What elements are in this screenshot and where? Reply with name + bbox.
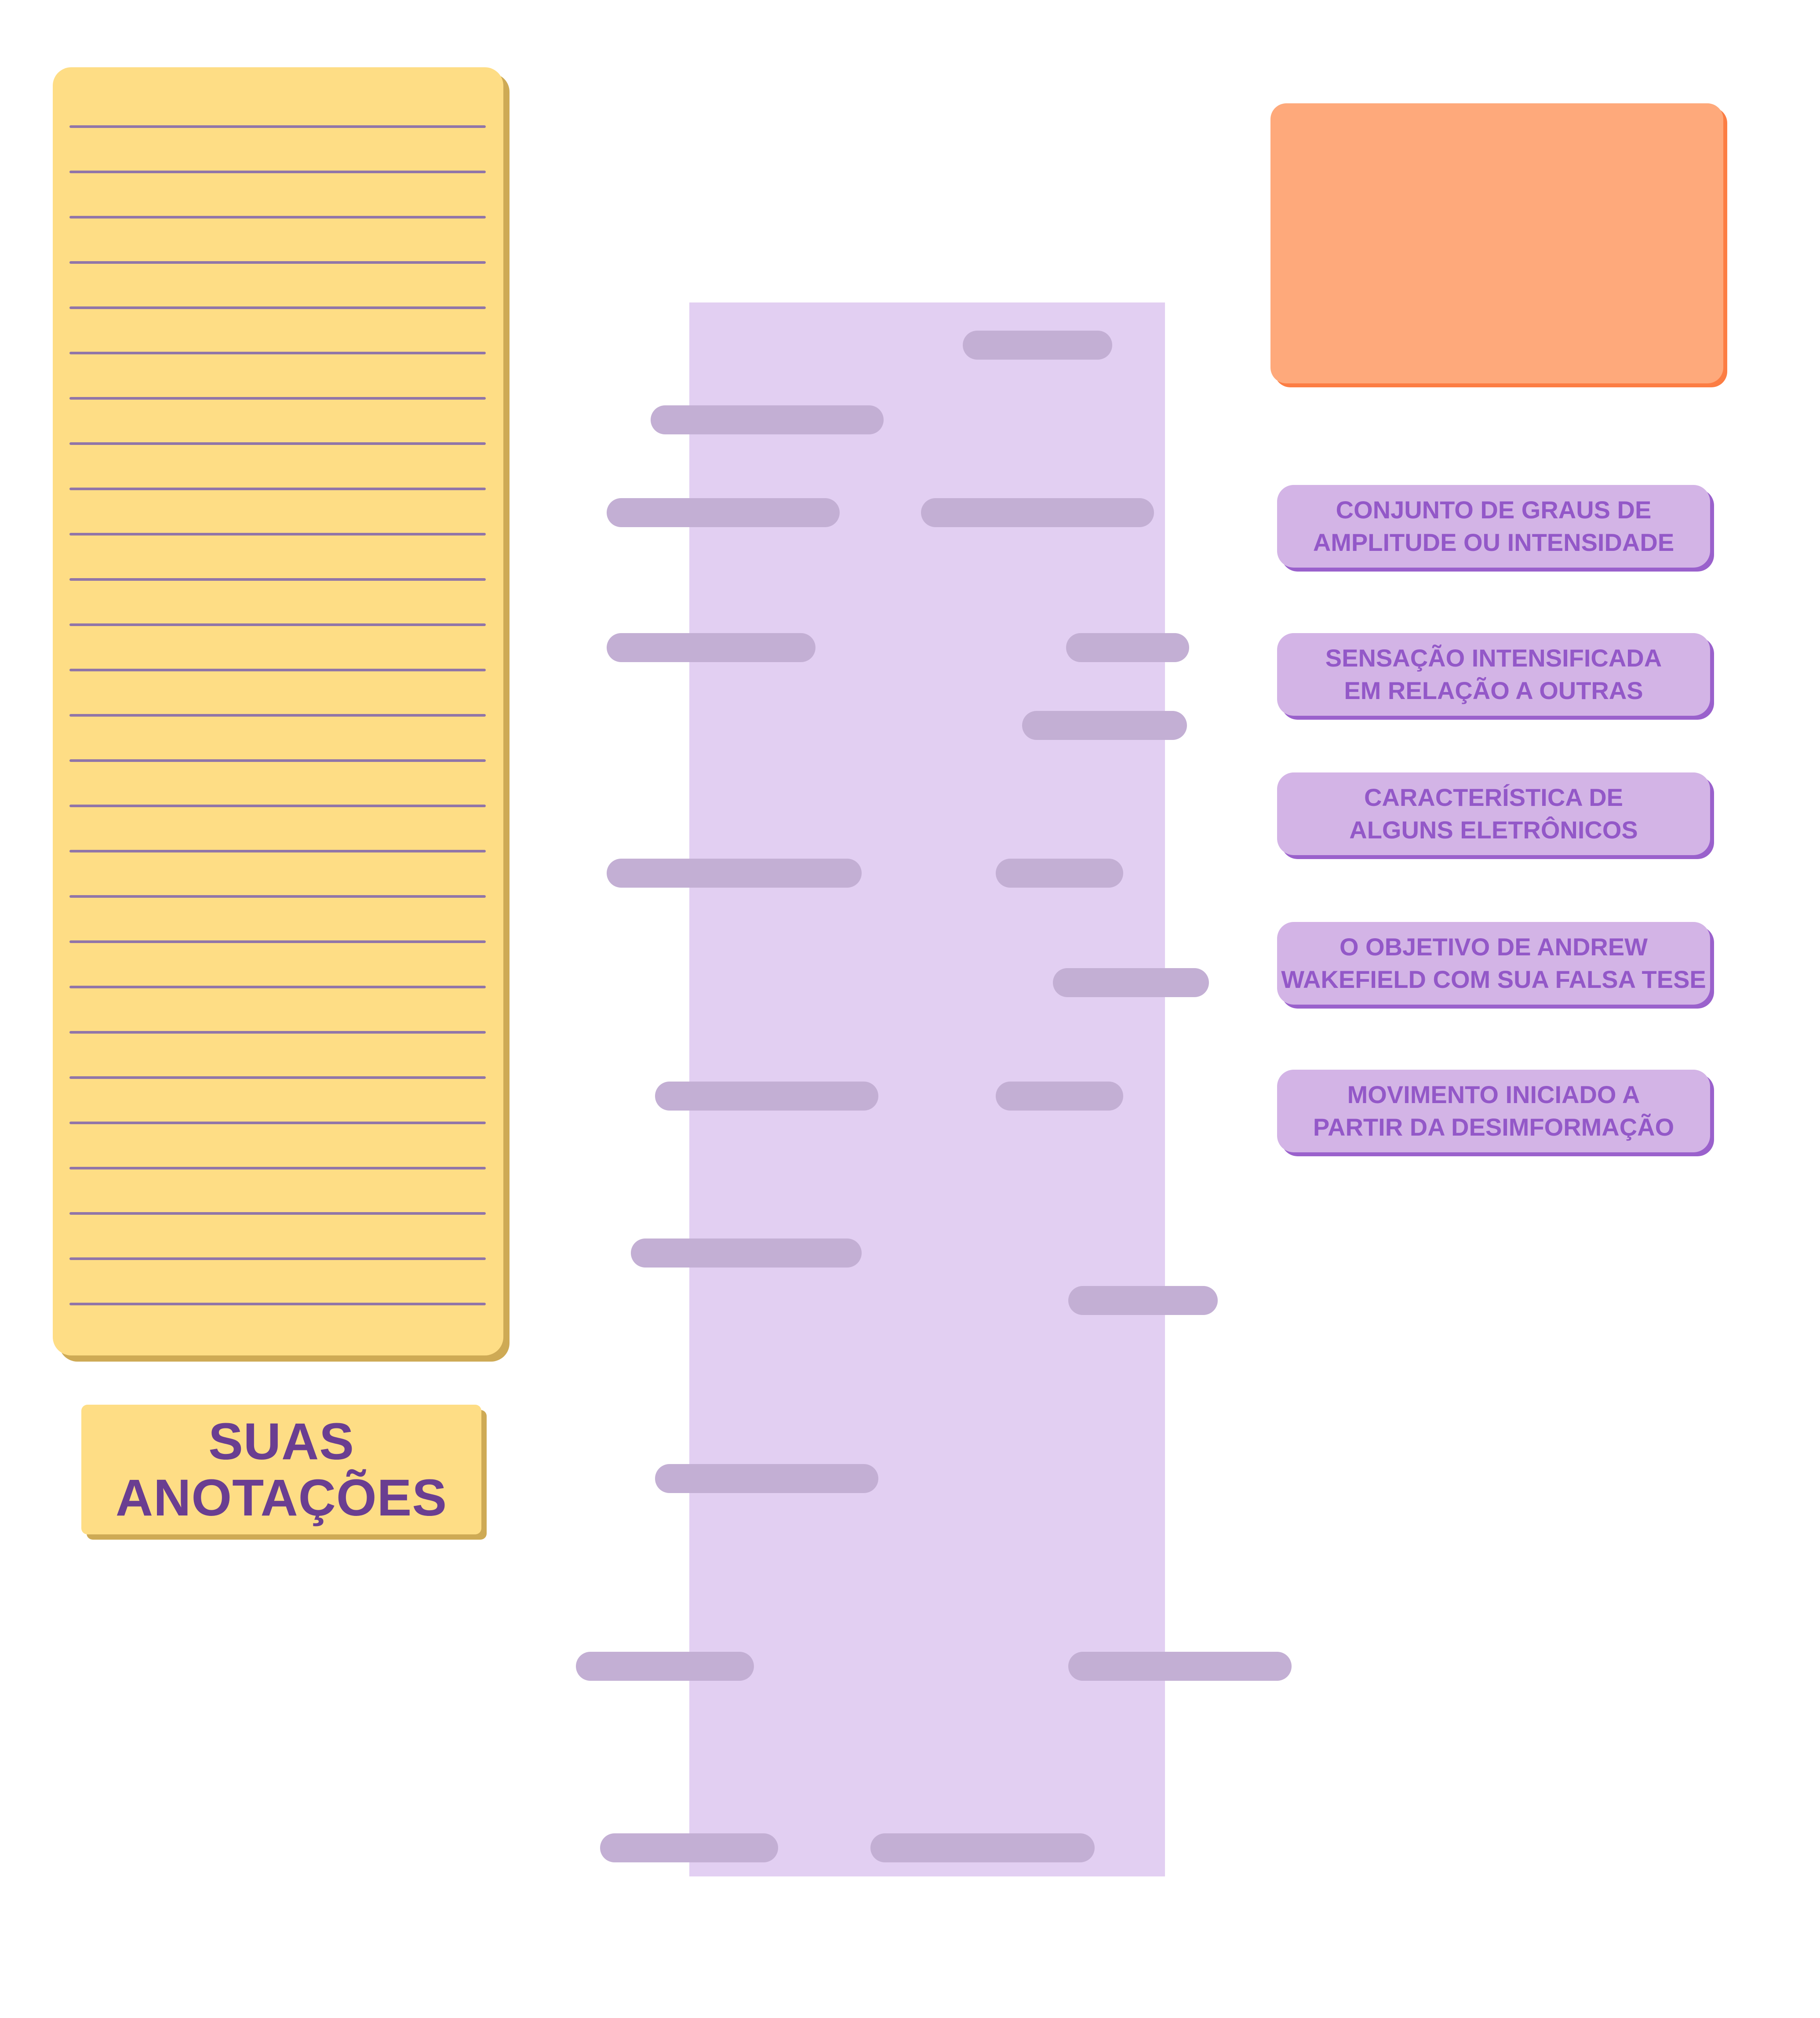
answer-slot[interactable] (996, 1082, 1123, 1111)
clue-2-text: SENSAÇÃO INTENSIFICADA EM RELAÇÃO A OUTR… (1325, 644, 1662, 704)
answer-slot[interactable] (1068, 1652, 1292, 1681)
notes-rule-line (69, 1257, 486, 1260)
clue-2: SENSAÇÃO INTENSIFICADA EM RELAÇÃO A OUTR… (1277, 633, 1710, 716)
notes-rule-line (69, 261, 486, 264)
clue-1-text: CONJUNTO DE GRAUS DE AMPLITUDE OU INTENS… (1313, 496, 1674, 556)
notes-rule-line (69, 986, 486, 988)
notes-rule-line (69, 442, 486, 445)
answer-slot[interactable] (600, 1833, 778, 1862)
notes-rule-line (69, 125, 486, 128)
answer-slot[interactable] (1053, 968, 1209, 997)
answer-slot[interactable] (1068, 1286, 1218, 1315)
notes-rule-line (69, 533, 486, 535)
answer-slot[interactable] (631, 1238, 862, 1268)
answer-slot[interactable] (607, 859, 862, 888)
notes-rule-line (69, 488, 486, 490)
notes-rule-line (69, 578, 486, 581)
notes-rule-line (69, 1122, 486, 1124)
answer-slot[interactable] (576, 1652, 754, 1681)
notes-rule-line (69, 1031, 486, 1034)
answer-slot[interactable] (607, 498, 840, 527)
notes-rule-line (69, 805, 486, 807)
answer-slot[interactable] (655, 1082, 878, 1111)
notes-card[interactable] (53, 67, 503, 1355)
notes-rule-line (69, 850, 486, 852)
clue-4-text: O OBJETIVO DE ANDREW WAKEFIELD COM SUA F… (1281, 933, 1706, 993)
answer-slot[interactable] (870, 1833, 1095, 1862)
notes-rule-line (69, 1167, 486, 1169)
notes-rule-line (69, 1076, 486, 1079)
clue-5-text: MOVIMENTO INICIADO A PARTIR DA DESIMFORM… (1313, 1081, 1674, 1141)
notes-rule-line (69, 623, 486, 626)
notes-label-text: SUAS ANOTAÇÕES (115, 1412, 448, 1527)
notes-rule-line (69, 759, 486, 762)
notes-rule-line (69, 171, 486, 173)
answer-slot[interactable] (1022, 711, 1187, 740)
clue-5: MOVIMENTO INICIADO A PARTIR DA DESIMFORM… (1277, 1070, 1710, 1152)
notes-rule-line (69, 669, 486, 671)
answer-slot[interactable] (921, 498, 1154, 527)
answer-slot[interactable] (963, 331, 1112, 360)
notes-rule-line (69, 714, 486, 717)
clue-1: CONJUNTO DE GRAUS DE AMPLITUDE OU INTENS… (1277, 485, 1710, 568)
answer-slot[interactable] (651, 405, 884, 434)
clue-3: CARACTERÍSTICA DE ALGUNS ELETRÔNICOS (1277, 772, 1710, 855)
answer-slot[interactable] (1066, 633, 1189, 662)
clue-4: O OBJETIVO DE ANDREW WAKEFIELD COM SUA F… (1277, 922, 1710, 1005)
notes-rule-line (69, 216, 486, 219)
clue-3-text: CARACTERÍSTICA DE ALGUNS ELETRÔNICOS (1349, 783, 1638, 844)
notes-rule-line (69, 895, 486, 898)
notes-rule-line (69, 940, 486, 943)
notes-rule-line (69, 1212, 486, 1215)
notes-label: SUAS ANOTAÇÕES (81, 1405, 481, 1534)
answer-slot[interactable] (996, 859, 1123, 888)
notes-rule-line (69, 397, 486, 400)
notes-rule-line (69, 352, 486, 354)
answer-slot[interactable] (655, 1464, 878, 1493)
orange-box (1270, 103, 1723, 383)
notes-rule-line (69, 1303, 486, 1305)
answer-slot[interactable] (607, 633, 815, 662)
notes-rule-line (69, 306, 486, 309)
